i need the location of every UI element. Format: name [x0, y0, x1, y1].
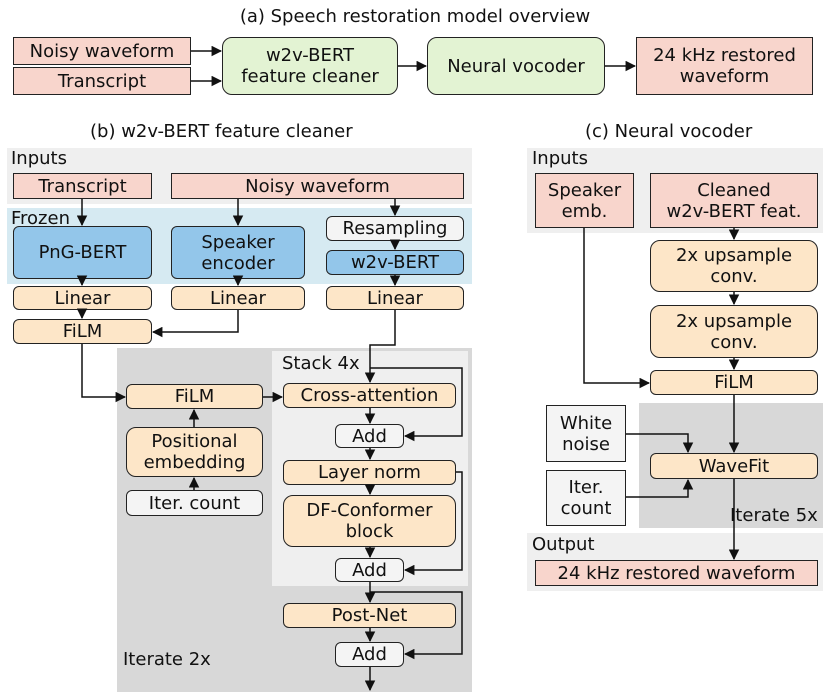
- speaker-emb-input: Speaker emb.: [535, 173, 634, 228]
- add-after-cross-attention: Add: [335, 424, 404, 448]
- frozen-label: Frozen: [11, 208, 70, 229]
- upsample-conv-1: 2x upsample conv.: [650, 240, 818, 292]
- overview-restored-waveform: 24 kHz restored waveform: [636, 37, 813, 95]
- linear-transcript: Linear: [13, 286, 152, 310]
- cleaned-feat-input: Cleaned w2v-BERT feat.: [650, 173, 818, 228]
- iter-count-cleaner: Iter. count: [126, 490, 263, 516]
- vocoder-output-label: Output: [532, 534, 595, 555]
- arrow-film-to-inner-film: [81, 344, 127, 403]
- w2v-bert-block: w2v-BERT: [326, 250, 464, 275]
- df-conformer-block: DF-Conformer block: [283, 495, 456, 547]
- white-noise-input: White noise: [546, 405, 626, 462]
- film-conditioning: FiLM: [13, 319, 152, 344]
- overview-title: (a) Speech restoration model overview: [239, 6, 591, 27]
- iterate-5x-label: Iterate 5x: [730, 505, 818, 526]
- overview-neural-vocoder: Neural vocoder: [427, 37, 605, 95]
- vocoder-inputs-label: Inputs: [532, 148, 588, 169]
- arrow-w2v-linear-to-crossattn: [364, 310, 396, 384]
- iter-count-vocoder: Iter. count: [546, 470, 626, 526]
- iterate-2x-label: Iterate 2x: [123, 649, 211, 670]
- stack-4x-label: Stack 4x: [282, 353, 360, 374]
- film-positional: FiLM: [126, 384, 263, 409]
- overview-noisy-waveform: Noisy waveform: [13, 37, 191, 65]
- speaker-encoder-block: Speaker encoder: [171, 226, 305, 279]
- vocoder-title: (c) Neural vocoder: [585, 121, 753, 142]
- cleaner-transcript-input: Transcript: [13, 173, 152, 199]
- arrow-speaker-linear-to-film: [151, 310, 239, 338]
- layer-norm-block: Layer norm: [283, 460, 456, 485]
- linear-speaker: Linear: [171, 286, 305, 310]
- add-after-post-net: Add: [335, 642, 404, 667]
- cross-attention-block: Cross-attention: [283, 383, 456, 408]
- arrow-noise-to-wavefit: [626, 433, 694, 454]
- linear-w2v: Linear: [326, 286, 464, 310]
- arrow-residual-to-add1: [370, 367, 463, 442]
- positional-embedding-block: Positional embedding: [126, 427, 263, 477]
- png-bert-block: PnG-BERT: [13, 226, 152, 279]
- cleaner-noisy-waveform-input: Noisy waveform: [171, 173, 464, 199]
- wavefit-block: WaveFit: [650, 453, 818, 479]
- arrow-residual-to-add3: [370, 591, 463, 660]
- overview-feature-cleaner: w2v-BERT feature cleaner: [222, 37, 398, 95]
- arrow-speaker-emb-to-film: [583, 228, 651, 389]
- cleaner-title: (b) w2v-BERT feature cleaner: [90, 121, 353, 142]
- cleaner-inputs-label: Inputs: [11, 148, 67, 169]
- arrow-residual-to-add2: [403, 471, 463, 576]
- add-after-conformer: Add: [335, 558, 404, 582]
- vocoder-restored-output: 24 kHz restored waveform: [535, 560, 818, 586]
- arrow-iter-to-wavefit: [626, 478, 694, 498]
- film-vocoder: FiLM: [650, 370, 818, 395]
- overview-transcript: Transcript: [13, 67, 191, 95]
- upsample-conv-2: 2x upsample conv.: [650, 305, 818, 358]
- post-net-block: Post-Net: [283, 603, 456, 628]
